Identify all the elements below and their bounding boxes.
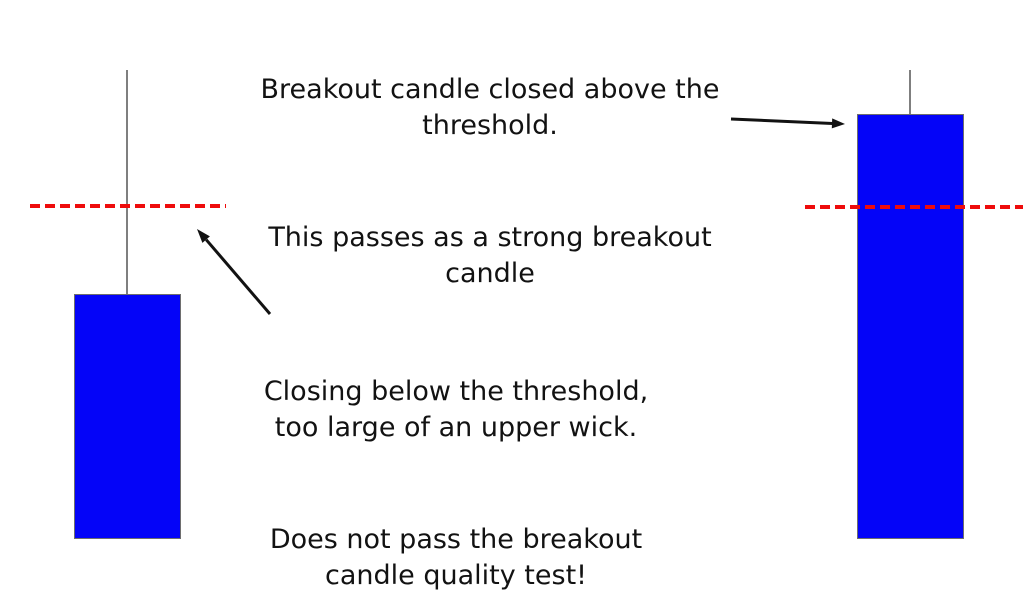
weak-candle-body — [74, 294, 181, 539]
threshold-line-right — [805, 205, 1023, 209]
weak-candle-upper-wick — [126, 70, 128, 294]
arrow-right-icon — [730, 117, 845, 129]
weak-note-line-1: Closing below the threshold, too large o… — [263, 376, 649, 443]
arrow-up-left-icon — [197, 229, 272, 315]
strong-candle-upper-wick — [909, 70, 911, 114]
threshold-line-left — [30, 204, 226, 208]
strong-note-line-2: This passes as a strong breakout candle — [268, 222, 712, 289]
strong-candle-body — [857, 114, 964, 539]
weak-breakout-note: Closing below the threshold, too large o… — [216, 338, 696, 608]
weak-note-line-2: Does not pass the breakout candle qualit… — [269, 524, 643, 591]
strong-note-line-1: Breakout candle closed above the thresho… — [260, 74, 720, 141]
strong-breakout-note: Breakout candle closed above the thresho… — [250, 36, 730, 328]
